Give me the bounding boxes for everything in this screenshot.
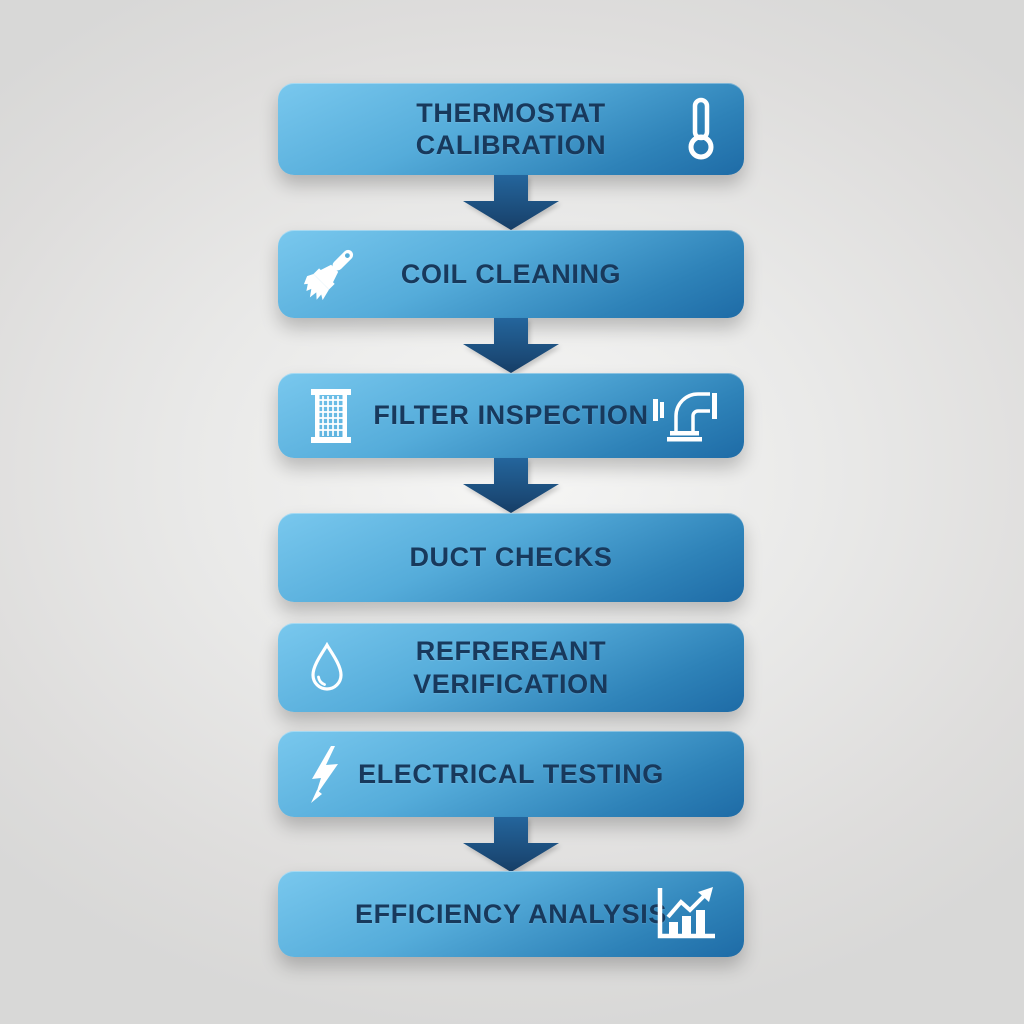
step-label: REFREREANT VERIFICATION bbox=[413, 636, 609, 699]
step-electrical-testing: ELECTRICAL TESTING bbox=[278, 731, 744, 817]
down-arrow bbox=[463, 458, 559, 513]
step-filter-inspection: FILTER INSPECTION bbox=[278, 373, 744, 458]
thermometer-icon bbox=[684, 97, 718, 161]
duct-pipe-icon bbox=[652, 390, 718, 442]
step-label: COIL CLEANING bbox=[400, 258, 622, 289]
air-filter-icon bbox=[308, 387, 354, 445]
lightning-bolt-icon bbox=[308, 745, 340, 803]
step-coil-cleaning: COIL CLEANING bbox=[278, 230, 744, 318]
paintbrush-icon bbox=[291, 236, 367, 312]
bar-chart-icon bbox=[656, 885, 718, 943]
step-label: DUCT CHECKS bbox=[409, 542, 613, 573]
step-label: EFFICIENCY ANALYSIS bbox=[355, 898, 667, 929]
step-label: ELECTRICAL TESTING bbox=[358, 758, 664, 789]
down-arrow bbox=[463, 175, 559, 230]
step-thermostat-calibration: THERMOSTAT CALIBRATION bbox=[278, 83, 744, 175]
step-refrigerant-verification: REFREREANT VERIFICATION bbox=[278, 623, 744, 712]
step-efficiency-analysis: EFFICIENCY ANALYSIS bbox=[278, 871, 744, 957]
step-duct-checks: DUCT CHECKS bbox=[278, 513, 744, 602]
water-droplet-icon bbox=[308, 641, 346, 694]
down-arrow bbox=[463, 817, 559, 872]
step-label: THERMOSTAT CALIBRATION bbox=[415, 97, 607, 160]
step-label: FILTER INSPECTION bbox=[373, 400, 649, 431]
down-arrow bbox=[463, 318, 559, 373]
